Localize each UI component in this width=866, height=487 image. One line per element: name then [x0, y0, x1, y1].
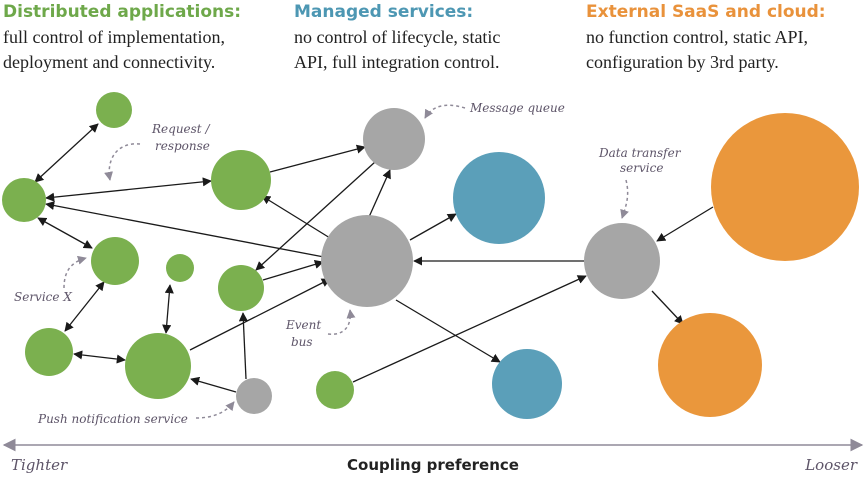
message-queue-pointer	[424, 104, 466, 119]
node-a	[2, 178, 46, 222]
node-h	[218, 265, 264, 311]
edge-a-d	[45, 177, 212, 202]
header-external-line2: configuration by 3rd party.	[586, 52, 779, 72]
node-orange-1	[711, 113, 859, 261]
node-data-transfer	[584, 223, 660, 299]
edge-mq-h	[255, 161, 376, 271]
node-g	[25, 328, 73, 376]
header-distributed-line1: full control of implementation,	[3, 27, 225, 47]
node-blue-1	[453, 152, 545, 244]
header-distributed: Distributed applications: full control o…	[3, 0, 241, 75]
node-l	[316, 371, 354, 409]
edge-a-bus	[45, 201, 325, 258]
edge-pn-i	[190, 376, 237, 393]
node-b	[96, 92, 132, 128]
push-notification-pointer	[195, 401, 235, 419]
axis-label-coupling: Coupling preference	[347, 456, 519, 474]
header-distributed-line2: deployment and connectivity.	[3, 52, 216, 72]
header-external-title: External SaaS and cloud:	[586, 2, 826, 22]
edge-g-i	[73, 350, 126, 364]
edge-bus-mq	[368, 169, 391, 218]
node-f	[166, 254, 194, 282]
label-data-transfer-2: service	[620, 161, 663, 175]
node-e	[91, 237, 139, 285]
edge-h-bus	[262, 259, 324, 281]
data-transfer-pointer	[620, 179, 629, 219]
label-event-bus-2: bus	[291, 335, 313, 349]
node-blue-2	[492, 349, 562, 419]
node-push-notification	[236, 378, 272, 414]
edge-bus-blue1	[409, 213, 457, 241]
header-managed-line1: no control of lifecycle, static	[294, 27, 501, 47]
edge-f-i	[162, 284, 174, 334]
label-request-response-2: response	[155, 139, 210, 153]
edge-i-bus	[189, 278, 331, 351]
header-external-line1: no function control, static API,	[586, 27, 808, 47]
nodes	[2, 92, 859, 419]
edge-a-e	[37, 217, 93, 249]
edge-e-g	[64, 281, 105, 332]
node-message-queue	[363, 108, 425, 170]
edge-dt-orange2	[651, 290, 684, 325]
header-external: External SaaS and cloud: no function con…	[586, 0, 826, 75]
edge-orange1-dt	[656, 206, 714, 242]
request-response-pointer	[104, 143, 141, 181]
edge-bus-blue2	[395, 299, 501, 363]
node-event-bus	[321, 215, 413, 307]
header-managed: Managed services: no control of lifecycl…	[294, 0, 500, 75]
header-distributed-title: Distributed applications:	[3, 2, 242, 22]
service-x-pointer	[63, 255, 87, 289]
edge-pn-h	[238, 312, 248, 380]
edge-d-mq	[269, 144, 366, 173]
node-orange-2	[658, 313, 762, 417]
header-managed-line2: API, full integration control.	[294, 52, 500, 72]
axis-label-looser: Looser	[804, 456, 858, 474]
edge-bus-d	[261, 195, 331, 239]
axis-label-tighter: Tighter	[11, 456, 68, 474]
node-d	[211, 150, 271, 210]
edge-a-b	[34, 123, 99, 183]
node-i	[125, 333, 191, 399]
label-message-queue: Message queue	[469, 101, 565, 115]
label-event-bus-1: Event	[285, 318, 321, 332]
edge-l-dt	[352, 275, 587, 383]
label-push-notification: Push notification service	[37, 412, 188, 426]
event-bus-pointer	[327, 309, 356, 335]
label-request-response-1: Request /	[151, 122, 211, 136]
connections	[34, 123, 714, 393]
label-service-x: Service X	[14, 290, 72, 304]
annotation-arrows	[63, 104, 629, 419]
header-managed-title: Managed services:	[294, 2, 474, 22]
label-data-transfer-1: Data transfer	[598, 146, 682, 160]
